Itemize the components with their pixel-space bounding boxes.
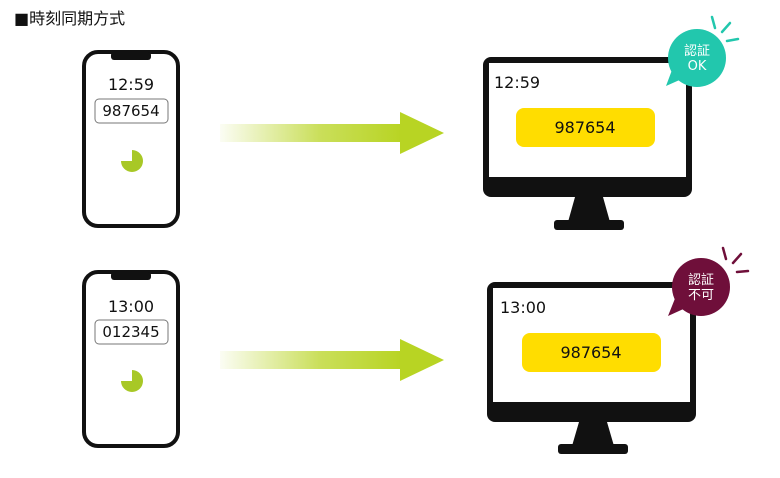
arrow-2 [220,339,444,381]
monitor-time: 13:00 [500,298,546,317]
phone-code: 012345 [102,323,159,341]
phone-notch [111,52,151,60]
phone-code: 987654 [102,102,159,120]
monitor-stand-base [558,444,628,454]
badge-line-2: 不可 [688,288,714,303]
badge-ng-circle [672,258,730,316]
arrow-head [400,339,444,381]
arrow-shaft [220,351,402,369]
monitor-code: 987654 [560,343,621,362]
phone-time: 12:59 [108,75,154,94]
badge-line-1: 認証 [684,43,710,59]
phone-code-box [94,319,169,345]
timer-pie-icon [121,370,143,392]
monitor-stand-base [554,220,624,230]
phone-notch [111,272,151,280]
badge-line-1: 認証 [688,272,714,288]
sparkle-icon [721,246,750,274]
monitor-1: 12:59 987654 [483,57,692,230]
phone-code-box [94,98,169,124]
arrow-1 [220,112,444,154]
badge-line-2: OK [688,59,707,74]
phone-1: 12:59 987654 [82,50,180,228]
monitor-2: 13:00 987654 [487,282,696,454]
monitor-neck [572,422,614,446]
arrow-shaft [220,124,402,142]
row-1: 12:59 987654 12:59 987654 認証 OK [82,15,740,230]
phone-2: 13:00 012345 [82,270,180,448]
monitor-code-box [522,333,661,372]
badge-ok: 認証 OK [666,15,740,87]
monitor-time: 12:59 [494,73,540,92]
badge-ng: 認証 不可 [668,246,750,316]
row-2: 13:00 012345 13:00 987654 認証 不可 [82,246,750,454]
arrow-head [400,112,444,154]
diagram-title: ■時刻同期方式 [14,9,125,28]
monitor-code-box [516,108,655,147]
badge-ok-circle [668,29,726,87]
timer-pie-icon [121,150,143,172]
badge-tail [668,296,690,316]
sparkle-icon [710,15,740,43]
badge-tail [666,70,684,86]
monitor-neck [568,197,610,222]
phone-time: 13:00 [108,297,154,316]
monitor-code: 987654 [554,118,615,137]
